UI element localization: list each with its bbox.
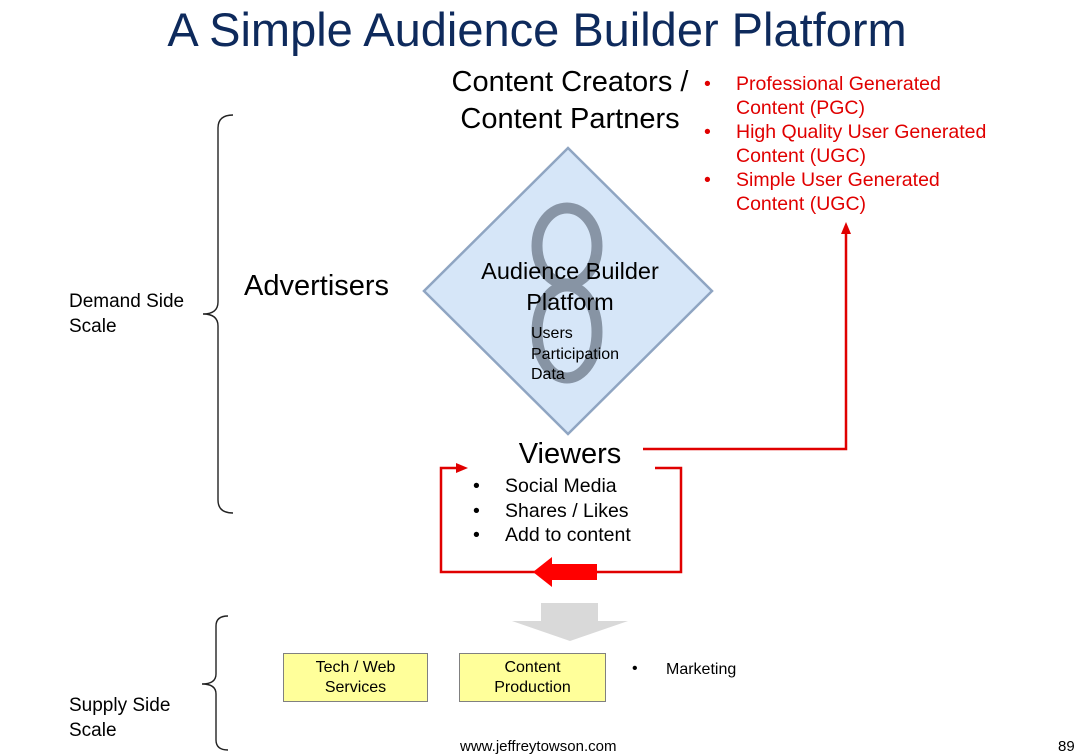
metric-participation: Participation	[531, 345, 620, 363]
viewers-label: Viewers	[518, 438, 622, 470]
tech-box-line2: Services	[324, 678, 387, 696]
supply-side-brace	[201, 615, 229, 751]
list-item: Professional Generated Content (PGC)	[704, 72, 994, 120]
platform-metrics: Users Participation Data	[531, 324, 619, 386]
demand-side-line1: Demand Side	[69, 291, 185, 312]
content-types-list: Professional Generated Content (PGC) Hig…	[704, 72, 994, 216]
page-title: A Simple Audience Builder Platform	[167, 3, 907, 56]
list-item: Shares / Likes	[473, 499, 631, 524]
block-arrow-left	[533, 557, 597, 587]
tech-web-services-box: Tech / Web Services	[283, 653, 428, 702]
viewers-to-content-arrow	[643, 222, 851, 451]
tech-box-line1: Tech / Web	[315, 658, 396, 676]
bullet-icon: •	[632, 660, 638, 677]
content-creators-label: Content Creators / Content Partners	[430, 64, 710, 138]
content-production-box: Content Production	[459, 653, 606, 702]
list-item: Simple User Generated Content (UGC)	[704, 168, 994, 216]
demand-side-label: Demand Side Scale	[69, 289, 209, 339]
supply-side-line2: Scale	[69, 720, 117, 741]
list-item: Social Media	[473, 474, 631, 499]
content-box-line2: Production	[494, 678, 571, 696]
marketing-label: Marketing	[666, 661, 737, 678]
infinity-loop-icon	[531, 202, 603, 384]
content-creators-line1: Content Creators /	[451, 66, 689, 98]
footer-url: www.jeffreytowson.com	[460, 738, 617, 755]
platform-line1: Audience Builder	[481, 258, 659, 284]
content-creators-line2: Content Partners	[460, 103, 680, 135]
viewer-feedback-loop	[439, 463, 683, 587]
viewer-activities-list: Social Media Shares / Likes Add to conte…	[473, 474, 631, 548]
content-box-line1: Content	[504, 658, 561, 676]
page-number: 89	[1058, 738, 1075, 755]
platform-label: Audience Builder Platform	[450, 256, 690, 318]
demand-side-brace	[202, 114, 234, 514]
list-item: High Quality User Generated Content (UGC…	[704, 120, 994, 168]
supply-side-label: Supply Side Scale	[69, 693, 209, 743]
down-arrow	[512, 603, 628, 641]
list-item: Add to content	[473, 523, 631, 548]
supply-side-line1: Supply Side	[69, 695, 171, 716]
metric-users: Users	[531, 325, 573, 342]
metric-data: Data	[531, 366, 565, 383]
advertisers-label: Advertisers	[244, 270, 390, 302]
demand-side-line2: Scale	[69, 316, 117, 337]
platform-line2: Platform	[526, 289, 614, 315]
